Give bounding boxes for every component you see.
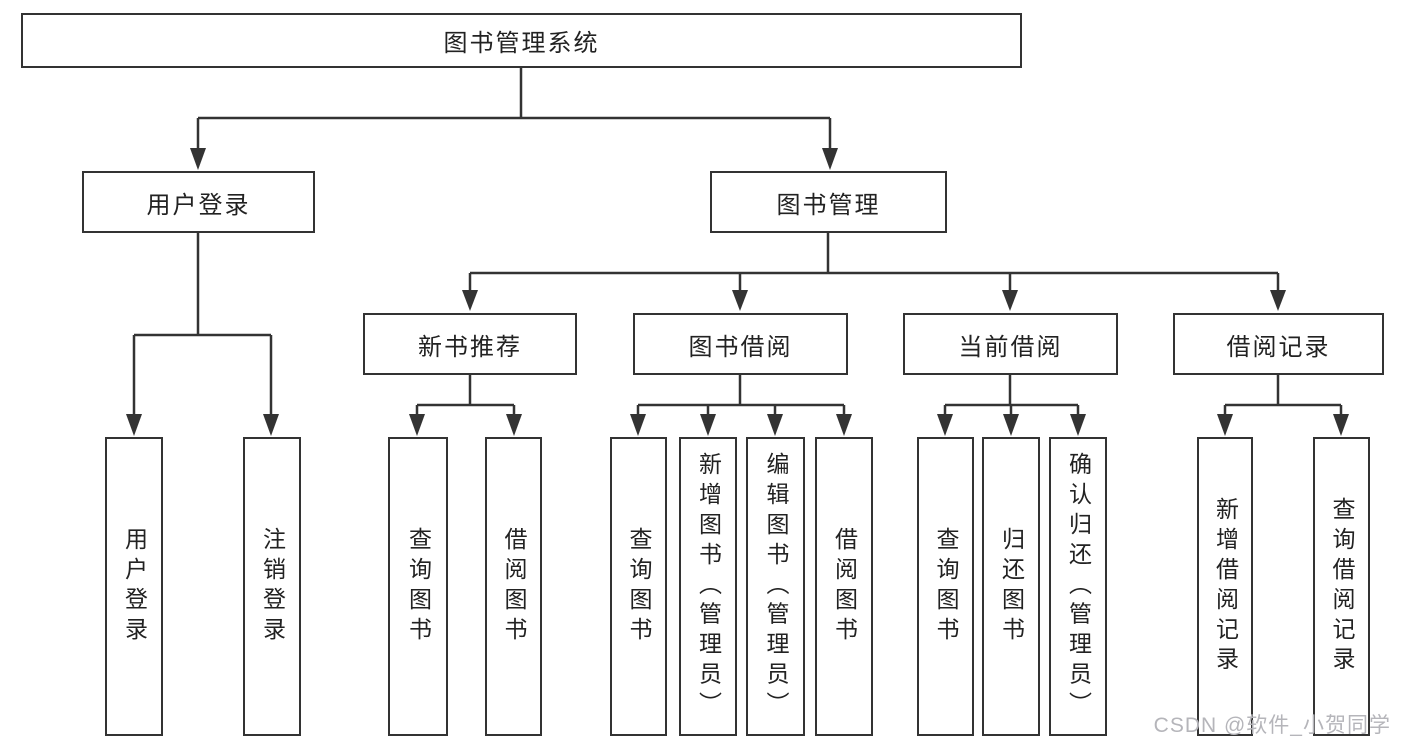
connector-user-login [126, 233, 279, 436]
leaf-add-borrow-record: 新增借阅记录 [1197, 437, 1253, 736]
node-label: 图书借阅 [688, 333, 793, 361]
arrowhead [937, 414, 953, 436]
connector-book-management [462, 233, 1286, 311]
node-label: 借阅图书 [501, 526, 527, 647]
node-label: 新增借阅记录 [1212, 496, 1239, 677]
arrowhead [1217, 414, 1233, 436]
node-current-borrow: 当前借阅 [903, 313, 1118, 375]
node-label: 当前借阅 [958, 333, 1063, 361]
node-borrow-records: 借阅记录 [1173, 313, 1384, 375]
node-root-system: 图书管理系统 [21, 13, 1022, 68]
node-label: 用户登录 [146, 191, 251, 219]
arrowhead [409, 414, 425, 436]
arrowhead [630, 414, 646, 436]
node-label: 归还图书 [998, 526, 1025, 647]
node-label: 新书推荐 [418, 333, 522, 361]
node-label: 新增图书（管理员） [695, 451, 722, 722]
leaf-confirm-return-admin: 确认归还（管理员） [1049, 437, 1107, 736]
node-label: 查询图书 [405, 526, 432, 647]
arrowhead [767, 414, 783, 436]
connector-book-borrow [630, 375, 852, 436]
leaf-user-login: 用户登录 [105, 437, 163, 736]
leaf-edit-book-admin: 编辑图书（管理员） [746, 437, 805, 736]
connector-current-borrow [937, 375, 1086, 436]
arrowhead [126, 414, 142, 436]
node-label: 查询图书 [933, 526, 959, 647]
arrowhead [1070, 414, 1086, 436]
node-label: 注销登录 [259, 526, 286, 647]
arrowhead [1003, 414, 1019, 436]
leaf-logout-login: 注销登录 [243, 437, 301, 736]
arrowhead [1002, 290, 1018, 311]
connector-root [190, 68, 838, 170]
arrowhead [822, 148, 838, 170]
connector-borrow-records [1217, 375, 1349, 436]
node-label: 确认归还（管理员） [1065, 451, 1092, 722]
leaf-borrow-books-borrow: 借阅图书 [815, 437, 873, 736]
leaf-query-borrow-record: 查询借阅记录 [1313, 437, 1370, 736]
node-label: 图书管理 [776, 191, 881, 219]
node-book-management: 图书管理 [710, 171, 947, 233]
arrowhead [732, 290, 748, 311]
leaf-query-books-recommend: 查询图书 [388, 437, 448, 736]
node-label: 查询图书 [626, 526, 652, 647]
node-user-login: 用户登录 [82, 171, 315, 233]
leaf-borrow-books-recommend: 借阅图书 [485, 437, 542, 736]
leaf-query-books-current: 查询图书 [917, 437, 974, 736]
node-label: 查询借阅记录 [1329, 496, 1355, 677]
arrowhead [263, 414, 279, 436]
arrowhead [1270, 290, 1286, 311]
node-label: 借阅记录 [1226, 333, 1331, 361]
node-book-borrow: 图书借阅 [633, 313, 848, 375]
node-new-book-recommend: 新书推荐 [363, 313, 577, 375]
arrowhead [836, 414, 852, 436]
arrowhead [462, 290, 478, 311]
arrowhead [190, 148, 206, 170]
connector-new-book-recommend [409, 375, 522, 436]
arrowhead [1333, 414, 1349, 436]
node-label: 编辑图书（管理员） [763, 451, 789, 722]
leaf-return-books: 归还图书 [982, 437, 1040, 736]
node-label: 借阅图书 [831, 526, 858, 647]
arrowhead [506, 414, 522, 436]
node-label: 用户登录 [121, 526, 148, 647]
node-label: 图书管理系统 [443, 30, 600, 57]
leaf-add-book-admin: 新增图书（管理员） [679, 437, 737, 736]
leaf-query-books-borrow: 查询图书 [610, 437, 667, 736]
arrowhead [700, 414, 716, 436]
